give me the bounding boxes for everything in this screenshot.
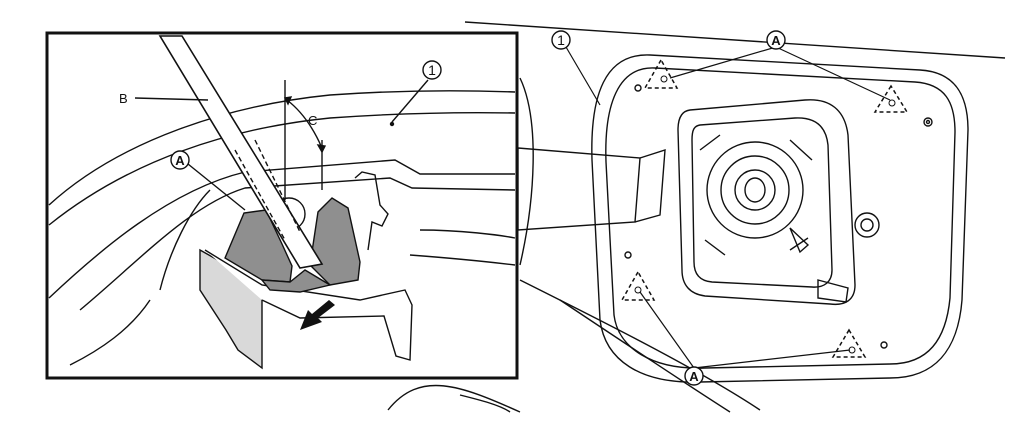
angle-arrow-head: [316, 144, 327, 154]
clip-housing-side: [354, 171, 389, 251]
trim-edge: [419, 229, 516, 239]
trim-edge: [48, 90, 516, 206]
angle-arrow-head: [283, 96, 293, 106]
filler-cap-inner: [734, 169, 776, 211]
filler-housing: [677, 99, 856, 306]
tool-label: B: [119, 91, 128, 106]
trim-edge: [69, 299, 151, 366]
trim-edge: [79, 177, 516, 311]
callout-circle-part: [551, 30, 571, 50]
screwdriver-shaft: [158, 35, 324, 269]
filler-housing-inner: [691, 117, 833, 288]
screw-hole: [923, 117, 933, 127]
trim-edge: [48, 111, 516, 226]
screw-hole: [634, 84, 642, 92]
detail-inset-drawing: [48, 35, 516, 370]
filler-cap-middle: [720, 155, 790, 225]
screw-hole: [880, 341, 888, 349]
body-panel-line: [459, 394, 511, 413]
leader-line-part: [391, 79, 429, 123]
screwdriver-hidden-line: [234, 149, 286, 241]
body-panel-line: [387, 384, 521, 413]
callouts: 1 1 A A A B C: [119, 30, 786, 386]
lock-pin-center: [860, 218, 874, 232]
clip-triangle-marker: [873, 84, 909, 113]
leader-line-clip: [639, 291, 695, 369]
angle-arc: [286, 99, 323, 149]
filler-cap-outer: [706, 141, 804, 239]
leader-line-clip: [693, 349, 851, 369]
fuel-lid-inner-frame: [605, 67, 956, 369]
callout-circle-clip: [170, 150, 190, 170]
trim-edge: [159, 189, 211, 291]
body-panel-line: [519, 77, 534, 266]
callout-circle-part: [422, 60, 442, 80]
fuel-lid-door: [517, 147, 641, 231]
filler-tether: [789, 227, 810, 254]
clip-triangle-marker: [620, 270, 656, 301]
fuel-lid-door-edge: [634, 149, 666, 223]
angle-label: C: [308, 113, 317, 128]
clip-triangle-marker: [831, 328, 867, 358]
clip-dots: [634, 75, 896, 354]
callout-circle-clip: [684, 366, 704, 386]
filler-cap-core: [744, 177, 766, 203]
trim-edge: [409, 254, 516, 266]
clip-marker-label: A: [689, 369, 699, 384]
body-panel-line: [464, 21, 1006, 59]
body-panel-line: [559, 299, 731, 413]
leader-lines-right: [565, 46, 891, 369]
leader-line-clip: [669, 46, 777, 79]
clip-housing-base: [204, 249, 413, 361]
screwdriver-hidden-line: [254, 139, 301, 233]
clip-dot: [660, 75, 668, 83]
part-number-label: 1: [428, 62, 436, 78]
lock-pin: [854, 212, 880, 238]
part-point-dot: [389, 121, 395, 127]
leader-line-part: [565, 46, 601, 106]
body-panel-line: [519, 279, 761, 411]
filler-detail: [699, 134, 813, 256]
clip-triangle-marker: [643, 58, 679, 89]
leader-line-clip: [775, 46, 891, 101]
push-direction-arrow: [300, 300, 335, 330]
callout-circle-clip: [766, 30, 786, 50]
screw-hole: [925, 119, 931, 125]
clip-dot: [888, 99, 896, 107]
screw-hole: [624, 251, 632, 259]
leader-line-clip: [187, 163, 246, 211]
clip-marker-label: A: [771, 33, 781, 48]
hinge-bracket: [817, 279, 849, 303]
part-number-label: 1: [557, 32, 565, 48]
clip-locations: [620, 58, 909, 358]
vehicle-body-view: [387, 21, 1006, 413]
retaining-clip-right: [309, 197, 361, 286]
retaining-clip-bridge: [260, 269, 332, 293]
clip-marker-label: A: [175, 153, 185, 168]
leader-line-tool: [134, 97, 209, 101]
clip-dot: [634, 286, 642, 294]
